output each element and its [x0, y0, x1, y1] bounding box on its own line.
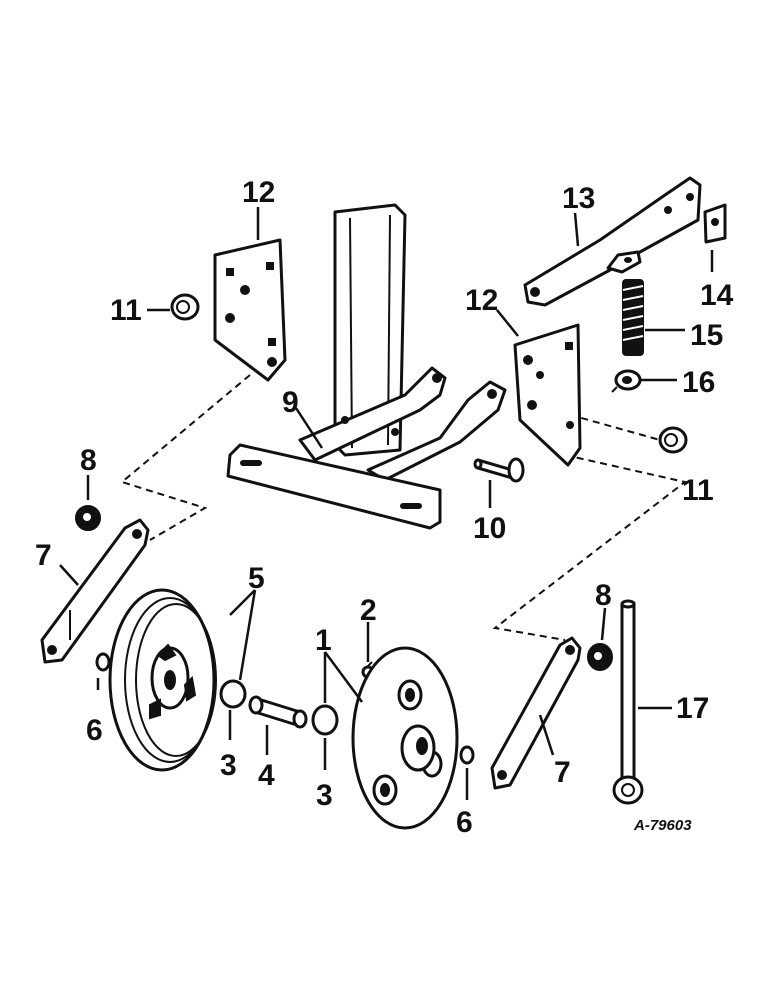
callout-7-left: 7 [35, 539, 52, 572]
bracket-plate-right [513, 323, 582, 467]
callout-4: 4 [258, 759, 275, 792]
eye-bolt [611, 369, 642, 393]
bushing-left [219, 679, 247, 709]
bushing-right [311, 704, 339, 736]
leader-lines [59, 207, 714, 800]
callout-12-right: 12 [465, 284, 498, 317]
callout-14: 14 [700, 279, 734, 312]
callout-3-right: 3 [316, 779, 333, 812]
clevis-pin [473, 457, 525, 483]
small-plate [703, 203, 727, 244]
arm-right [490, 636, 582, 790]
gauge-wheel-disc [351, 646, 459, 830]
callout-10: 10 [473, 512, 506, 545]
callout-3-left: 3 [220, 749, 237, 782]
spring [622, 279, 644, 356]
callout-1: 1 [315, 624, 332, 657]
washer-left [95, 652, 111, 672]
callout-8-right: 8 [595, 579, 612, 612]
drawing-reference: A-79603 [633, 817, 692, 834]
callout-16: 16 [682, 366, 715, 399]
lever-arm [523, 176, 702, 307]
callout-11-left: 11 [110, 294, 142, 327]
callout-2: 2 [360, 594, 377, 627]
callout-13: 13 [562, 182, 595, 215]
spacer-tube [248, 695, 308, 729]
callout-9: 9 [282, 386, 299, 419]
washer-right [459, 745, 475, 765]
callout-7-right: 7 [554, 756, 571, 789]
nut-8-right [587, 643, 613, 671]
arm-left [40, 518, 150, 664]
callout-6-left: 6 [86, 714, 103, 747]
nut-8-left [75, 505, 101, 531]
nut-right [658, 426, 688, 454]
callout-8-left: 8 [80, 444, 97, 477]
callouts: 12 11 9 13 14 15 16 12 11 10 8 7 5 6 3 4… [35, 176, 734, 839]
callout-11-right: 11 [682, 474, 714, 507]
bracket-plate-left [213, 238, 287, 382]
callout-17: 17 [676, 692, 709, 725]
main-frame [226, 203, 507, 530]
assembly-lines [119, 374, 688, 641]
callout-15: 15 [690, 319, 723, 352]
nut-left [170, 293, 200, 321]
callout-12-left: 12 [242, 176, 275, 209]
callout-5: 5 [248, 562, 265, 595]
pulley-wheel [108, 588, 217, 772]
callout-6-right: 6 [456, 806, 473, 839]
eye-rod [612, 599, 644, 805]
